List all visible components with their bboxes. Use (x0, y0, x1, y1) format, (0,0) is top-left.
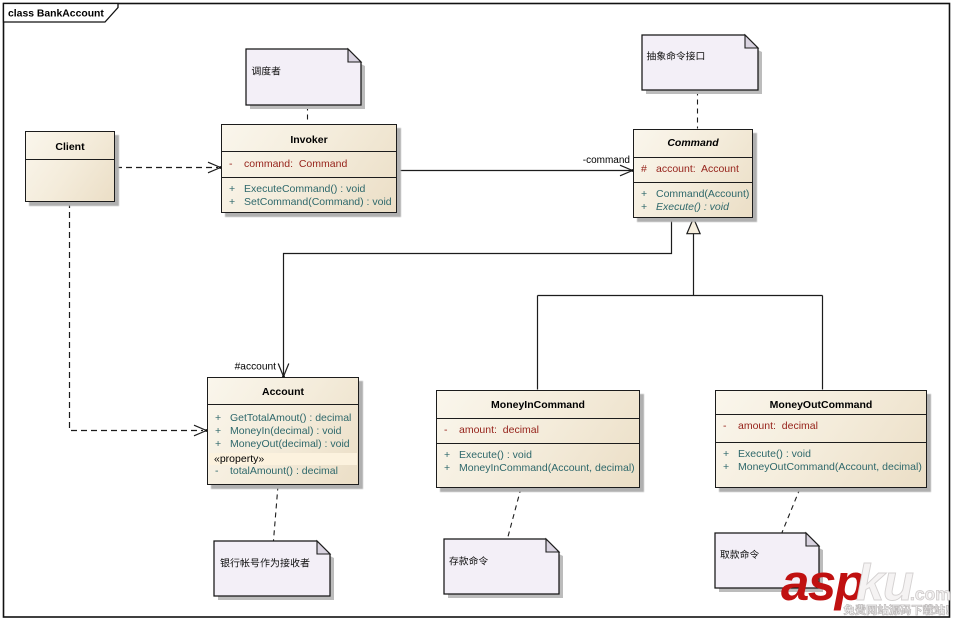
svg-text:.com: .com (910, 584, 951, 604)
svg-text:asp: asp (781, 554, 865, 611)
svg-text:#account: #account (235, 362, 277, 373)
svg-text:-command: -command (583, 155, 630, 166)
svg-text:ku: ku (856, 554, 914, 611)
svg-text:class BankAccount: class BankAccount (8, 9, 104, 20)
